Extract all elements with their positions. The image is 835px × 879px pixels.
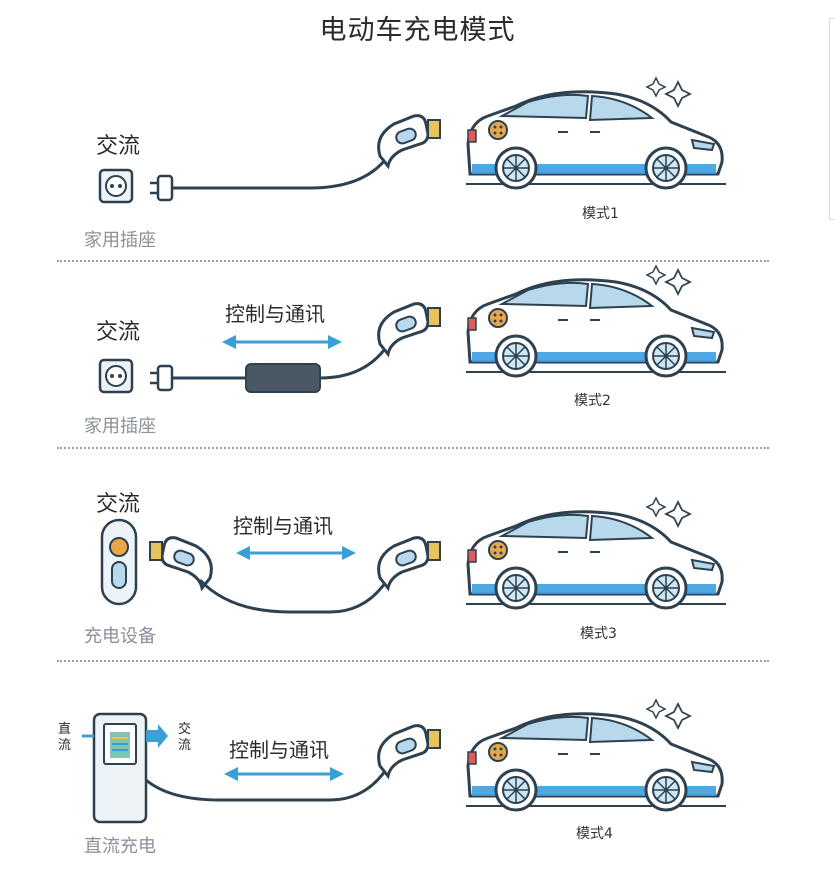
row4-cable [145,759,394,802]
row4-ac-out-arrow [146,724,168,748]
row1-socket-icon [98,168,134,204]
row2-source: 家用插座 [84,416,156,437]
row3-label: 交流 [96,492,141,517]
row2-label: 交流 [96,320,141,345]
row3-cable [198,571,394,614]
row2-charging-gun-icon [377,302,442,356]
row3-car-icon [464,496,728,610]
row1-plug-icon [148,174,174,202]
row3-arrow-icon [234,544,358,562]
row3-control-label: 控制与通讯 [233,514,333,538]
row2-socket-icon [98,358,134,394]
row4-source: 直流充电 [84,836,156,857]
row2-car-icon [464,264,728,378]
row4-arrow-icon [222,765,346,783]
row2-mode: 模式2 [574,393,611,409]
row2-plug-icon [148,364,174,392]
row1-charging-gun-icon [377,114,442,168]
row-divider [57,660,769,662]
row1-mode: 模式1 [582,206,619,222]
row1-label: 交流 [96,134,141,159]
row4-mode: 模式4 [576,826,613,842]
row3-mode: 模式3 [580,626,617,642]
row1-car-icon [464,76,728,190]
diagram-title: 电动车充电模式 [319,15,516,46]
row4-charging-gun-icon [377,724,442,778]
row3-charging-gun-icon [377,536,442,590]
row4-ac-label: 交流 [178,722,192,753]
row1-cable [172,149,394,190]
row4-dc-label: 直流 [58,722,72,753]
side-frame [829,18,835,220]
row4-car-icon [464,698,728,812]
row-divider [57,447,769,449]
row1-source: 家用插座 [84,230,156,251]
row-divider [57,260,769,262]
row4-control-label: 控制与通讯 [229,738,329,762]
row2-arrow-icon [220,333,344,351]
row2-control-label: 控制与通讯 [225,302,325,326]
row3-source: 充电设备 [84,626,156,647]
row2-control-box [245,363,321,393]
